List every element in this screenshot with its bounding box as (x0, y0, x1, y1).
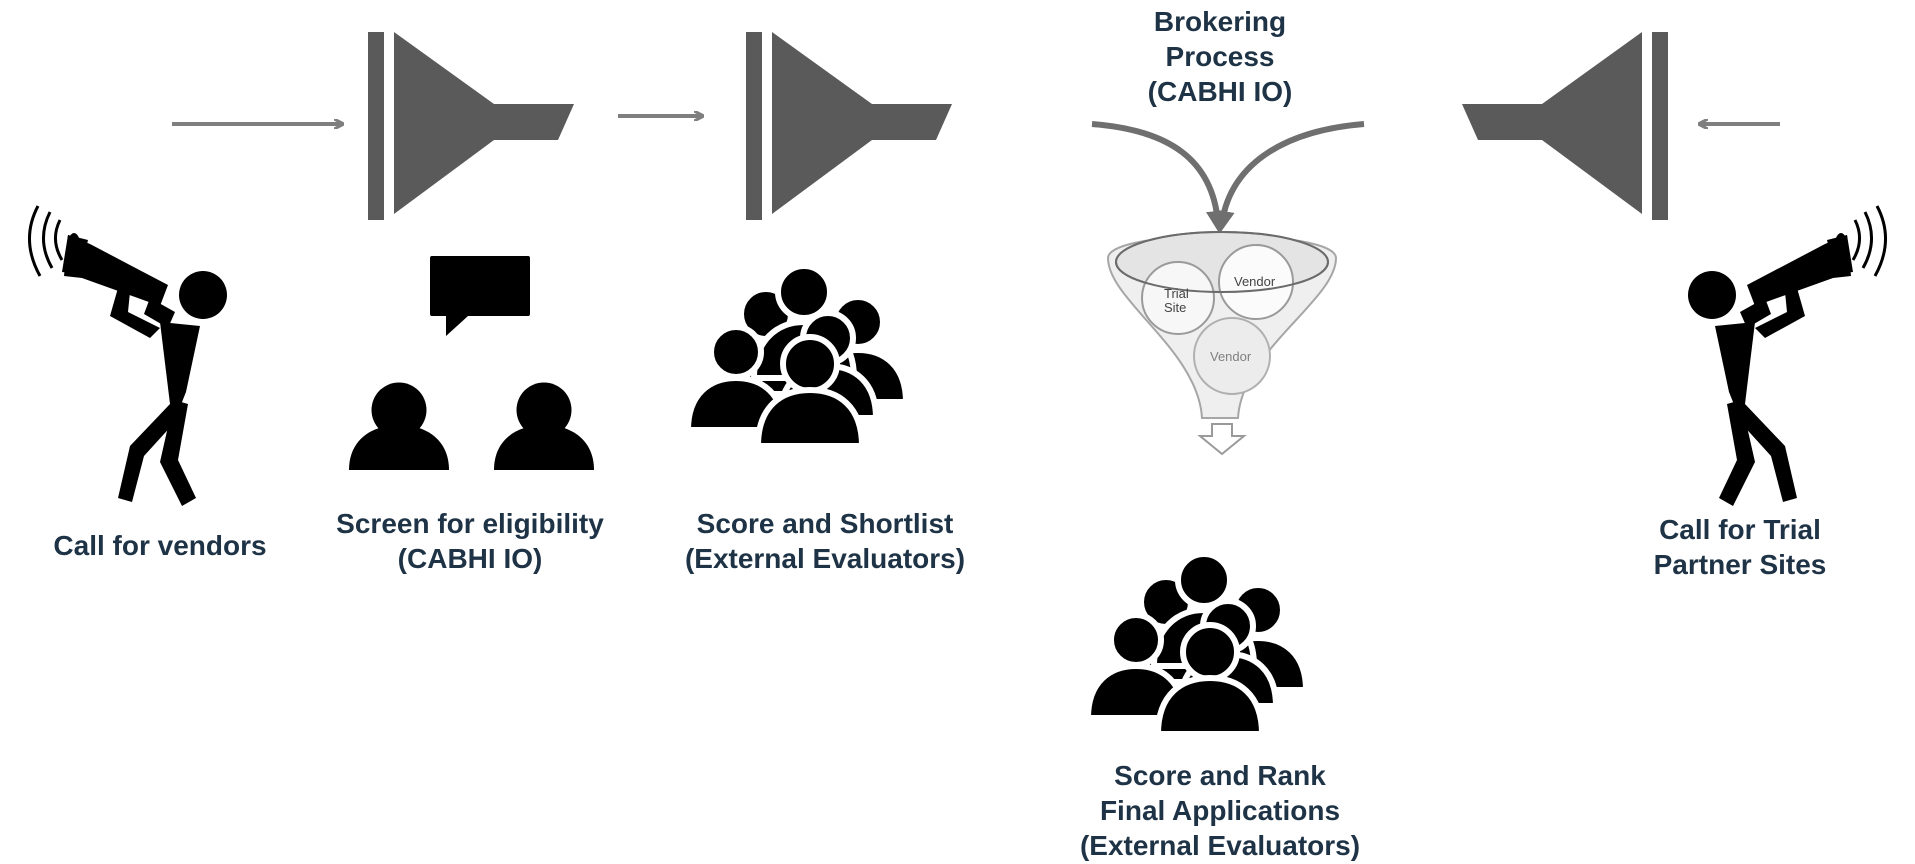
group-of-people-icon-rank (1088, 554, 1306, 734)
filter-funnel-shape-3 (1462, 32, 1668, 220)
label-brokering-process: Brokering Process (CABHI IO) (1070, 4, 1370, 109)
label-call-for-vendors: Call for vendors (20, 528, 300, 563)
label-trial-line2: Partner Sites (1653, 549, 1827, 580)
two-people-speech-bubble-icon (349, 256, 594, 470)
label-rank-line2: Final Applications (1099, 795, 1341, 826)
filter-funnel-shape-1 (368, 32, 574, 220)
vendor-bottom-circle (1193, 317, 1271, 395)
brokering-curve-left-arrow (1091, 121, 1228, 233)
label-trial-line1: Call for Trial (1659, 514, 1821, 545)
label-call-for-vendors-text: Call for vendors (53, 530, 267, 561)
group-of-people-icon (688, 266, 906, 446)
megaphone-person-left-icon (28, 205, 227, 506)
label-screen-line2: (CABHI IO) (397, 543, 543, 574)
label-screen-for-eligibility: Screen for eligibility (CABHI IO) (300, 506, 640, 576)
label-shortlist-line2: (External Evaluators) (684, 543, 966, 574)
label-rank-line1: Score and Rank (1114, 760, 1326, 791)
label-brokering-line2: Process (1165, 41, 1275, 72)
vendor-top-text: Vendor (1234, 274, 1276, 289)
label-score-and-shortlist: Score and Shortlist (External Evaluators… (660, 506, 990, 576)
filter-funnel-shape-2 (746, 32, 952, 220)
label-call-for-trial-partner-sites: Call for Trial Partner Sites (1580, 512, 1900, 582)
funnel-icon: Trial Site Vendor Vendor (1106, 231, 1338, 456)
vendor-bottom-text: Vendor (1210, 349, 1252, 364)
label-shortlist-line1: Score and Shortlist (696, 508, 954, 539)
label-score-and-rank: Score and Rank Final Applications (Exter… (1030, 758, 1410, 863)
trial-site-text-line1: Trial (1164, 286, 1189, 301)
label-brokering-line1: Brokering (1153, 6, 1287, 37)
label-brokering-line3: (CABHI IO) (1147, 76, 1293, 107)
megaphone-person-right-icon (1688, 205, 1887, 506)
trial-site-circle (1141, 261, 1215, 335)
label-screen-line1: Screen for eligibility (336, 508, 604, 539)
brokering-curve-right-arrow (1212, 121, 1365, 233)
trial-site-text-line2: Site (1164, 300, 1186, 315)
vendor-top-circle (1218, 244, 1294, 320)
label-rank-line3: (External Evaluators) (1079, 830, 1361, 861)
